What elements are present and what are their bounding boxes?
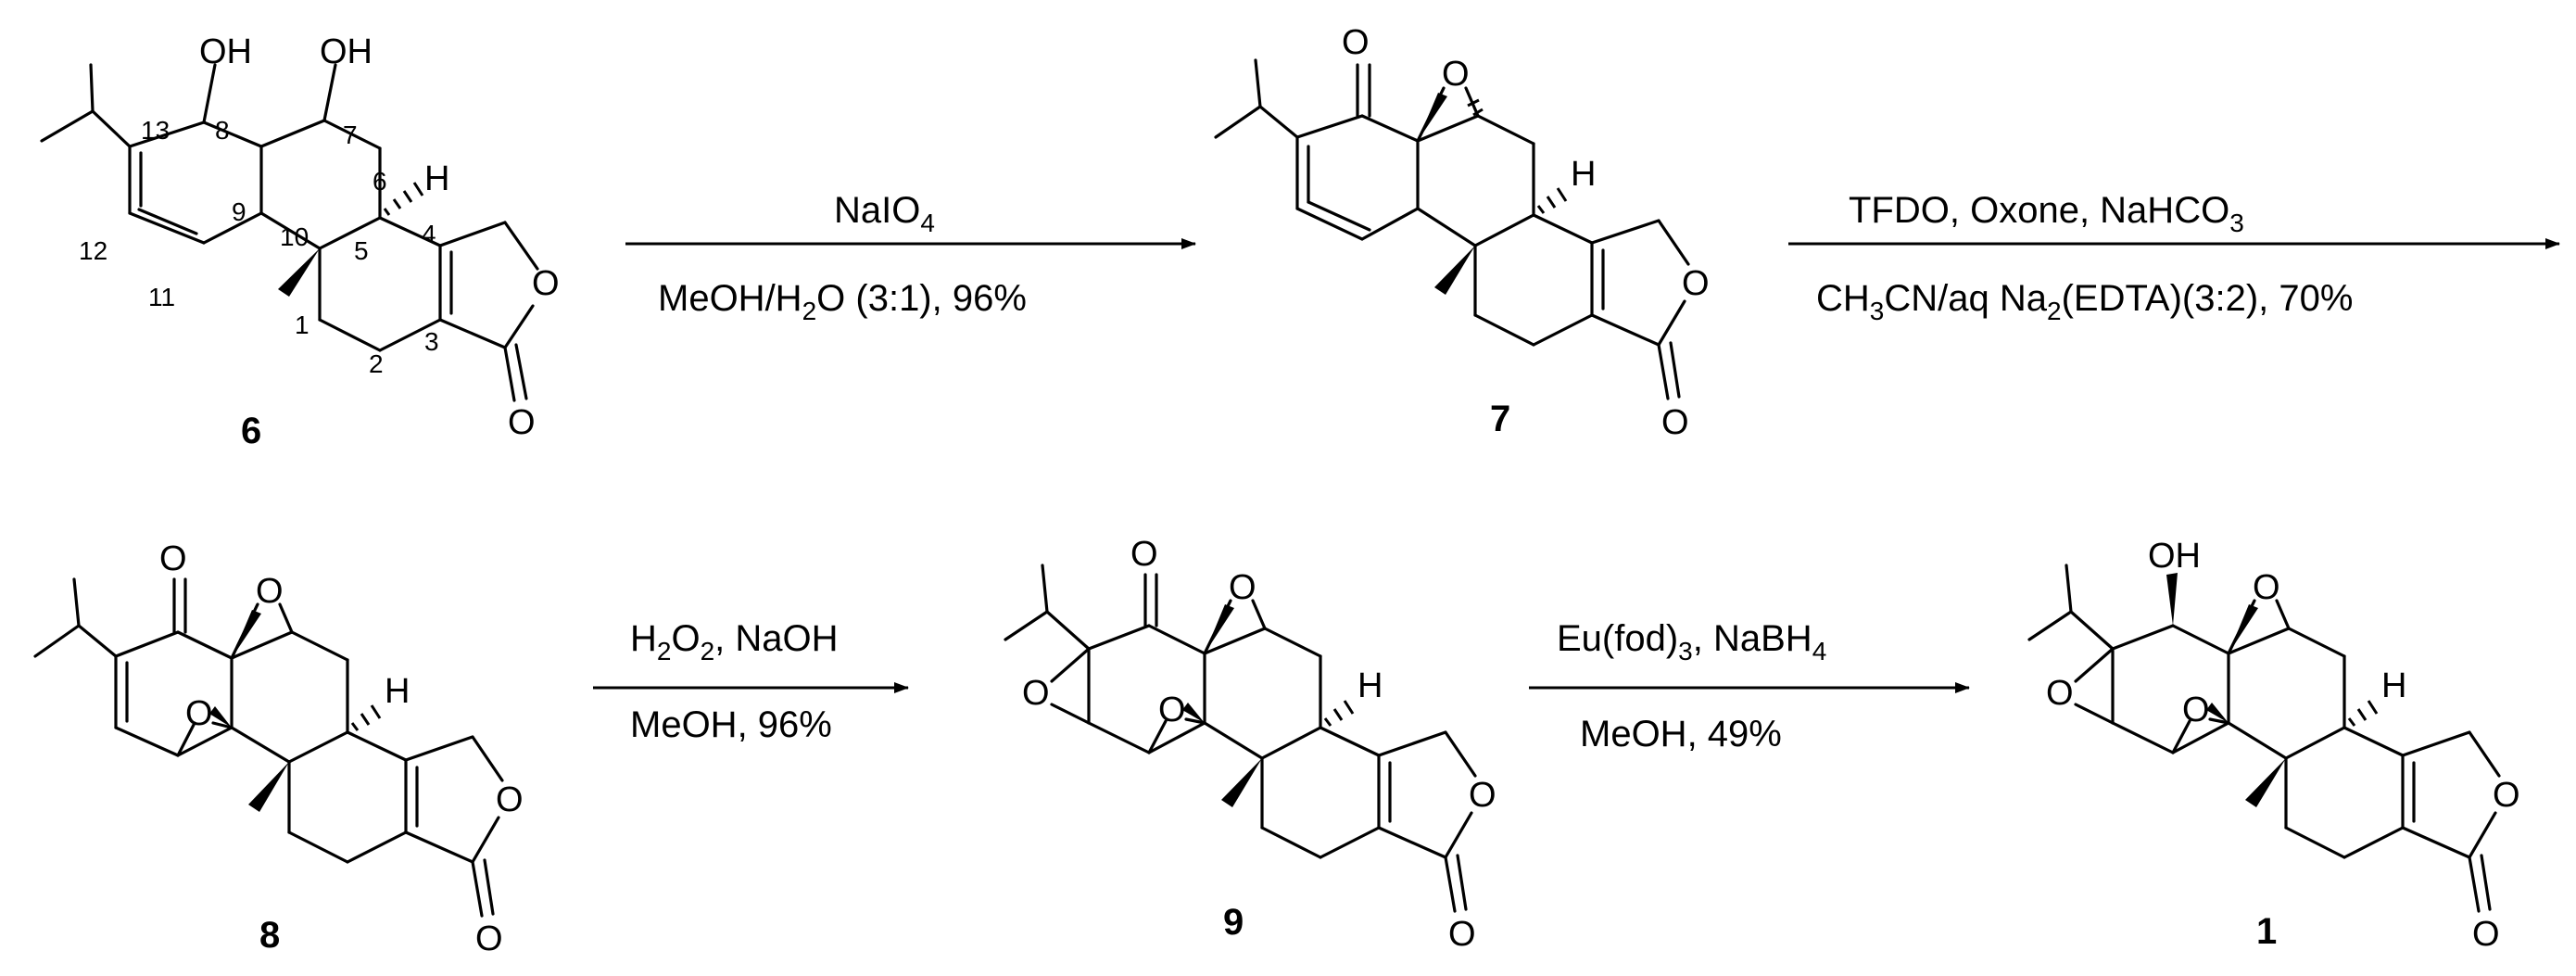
o-label-ketone: O <box>1130 535 1158 574</box>
step4-conditions-below: MeOH, 49% <box>1580 714 1782 754</box>
step2-conditions-below: CH3CN/aq Na2(EDTA)(3:2), 70% <box>1816 278 2353 325</box>
locant-13: 13 <box>141 116 170 145</box>
locant-1: 1 <box>295 311 309 339</box>
o-label-lactone-ring: O <box>1469 776 1496 815</box>
o-label-lactone-ring: O <box>1682 264 1710 303</box>
locant-5: 5 <box>354 236 369 265</box>
step1-conditions-below: MeOH/H2O (3:1), 96% <box>658 278 1027 325</box>
o-label-epoxide-1: O <box>256 572 284 611</box>
compound-label-9: 9 <box>1223 902 1244 943</box>
o-label-epoxide-1: O <box>2253 568 2280 607</box>
o-label-epoxide-2: O <box>1158 691 1186 729</box>
locant-4: 4 <box>422 220 436 248</box>
step3-conditions-below: MeOH, 96% <box>630 704 832 745</box>
compound-9-structure: O O O O H O O <box>1004 535 1496 954</box>
o-label-lactone-ring: O <box>496 780 524 819</box>
locant-2: 2 <box>369 349 384 378</box>
compound-1-structure: OH O O O H O O <box>2027 537 2520 954</box>
locant-12: 12 <box>79 236 107 265</box>
o-label-carbonyl: O <box>1448 915 1476 954</box>
compound-8-structure: O O O H O O <box>33 539 524 958</box>
locant-8: 8 <box>215 116 230 145</box>
locant-6: 6 <box>373 167 387 196</box>
o-label-epoxide-2: O <box>2182 691 2210 729</box>
o-label-epoxide-3: O <box>2046 674 2074 713</box>
o-label-carbonyl: O <box>475 919 503 958</box>
step4-reagents-above: Eu(fod)3, NaBH4 <box>1557 618 1826 665</box>
locant-9: 9 <box>232 197 246 226</box>
h-label: H <box>1357 666 1383 705</box>
compound-7-structure: O O H O O <box>1214 23 1710 442</box>
o-label-ketone: O <box>1342 23 1370 62</box>
o-label-epoxide-2: O <box>185 694 213 733</box>
o-label-epoxide-1: O <box>1229 568 1256 607</box>
o-label-carbonyl: O <box>1661 403 1689 442</box>
h-label: H <box>385 672 410 711</box>
locant-10: 10 <box>280 222 309 251</box>
compound-label-8: 8 <box>259 915 280 956</box>
locant-11: 11 <box>148 283 175 311</box>
oh-label: OH <box>2148 537 2201 576</box>
step1-reagents-above: NaIO4 <box>834 190 935 237</box>
h-label: H <box>2381 666 2406 705</box>
o-label-lactone-ring: O <box>532 264 560 303</box>
compound-label-6: 6 <box>241 411 261 451</box>
oh-label-c8: OH <box>199 32 252 71</box>
h-label: H <box>1571 155 1596 194</box>
o-label-ketone: O <box>159 539 187 578</box>
o-label-carbonyl: O <box>508 403 536 442</box>
locant-3: 3 <box>424 327 439 356</box>
o-label-lactone-ring: O <box>2493 776 2520 815</box>
step2-reagents-above: TFDO, Oxone, NaHCO3 <box>1849 190 2244 237</box>
oh-label-c7: OH <box>320 32 373 71</box>
o-label-carbonyl: O <box>2472 915 2500 954</box>
o-label-epoxide-3: O <box>1022 674 1050 713</box>
compound-6-structure: OH OH H O O 13 8 7 6 9 10 5 4 3 2 1 11 1… <box>40 32 560 442</box>
step3-reagents-above: H2O2, NaOH <box>630 618 839 665</box>
h-label-c5: H <box>424 159 449 198</box>
o-label-epoxide: O <box>1442 55 1470 94</box>
locant-7: 7 <box>343 120 358 149</box>
compound-label-7: 7 <box>1490 399 1510 439</box>
compound-label-1: 1 <box>2256 911 2277 952</box>
